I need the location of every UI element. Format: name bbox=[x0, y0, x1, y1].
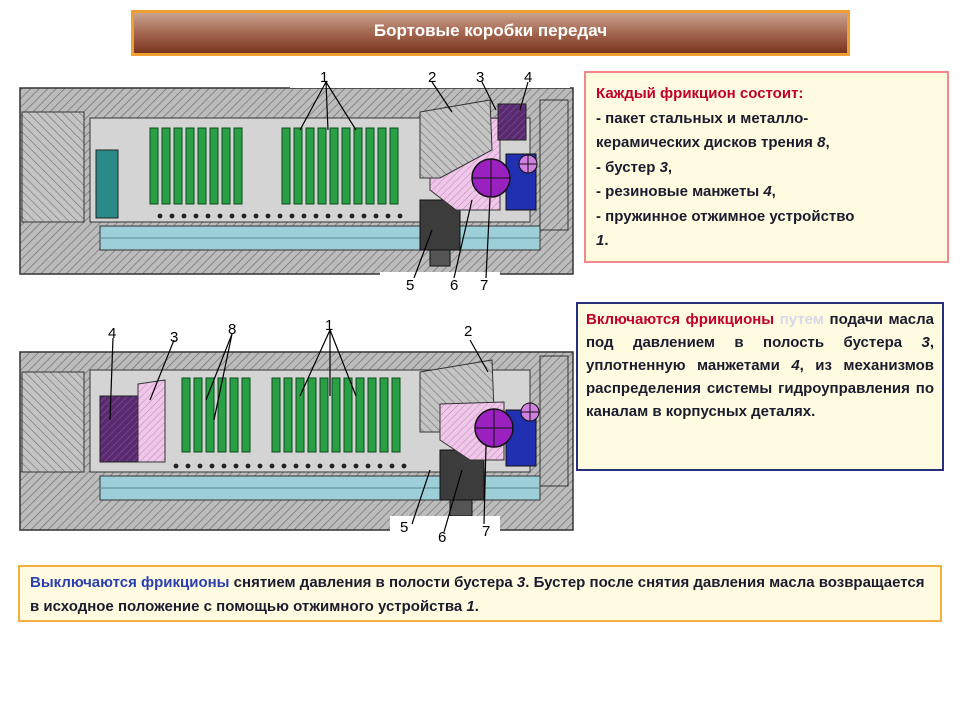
callout-6: 6 bbox=[438, 529, 446, 546]
disc-pack-right bbox=[271, 377, 401, 453]
engage-text-1: подачи масла под давлением в полость бус… bbox=[586, 311, 935, 351]
engage-text-2: , уплотненную манжетами bbox=[586, 334, 934, 374]
callout-8: 8 bbox=[228, 321, 236, 338]
engage-num-4: 4 bbox=[791, 357, 800, 374]
composition-item-3: - резиновые манжеты 4, bbox=[596, 183, 776, 200]
callout-1: 1 bbox=[320, 69, 328, 86]
disengage-num-1: 1 bbox=[466, 598, 475, 615]
disengage-box: Выключаются фрикционы снятием давления в… bbox=[18, 565, 942, 622]
disc-pack-left bbox=[181, 377, 251, 453]
disc-pack-right bbox=[281, 127, 399, 205]
composition-box: Каждый фрикцион состоит: - пакет стальны… bbox=[584, 71, 949, 263]
composition-heading: Каждый фрикцион состоит: bbox=[596, 85, 804, 102]
callout-7: 7 bbox=[480, 277, 488, 294]
callout-7: 7 bbox=[482, 523, 490, 540]
seal-purple bbox=[497, 103, 527, 141]
engage-num-3: 3 bbox=[921, 334, 930, 351]
engage-faint: путем bbox=[774, 311, 824, 328]
composition-item-1a: - пакет стальных и металло- bbox=[596, 109, 809, 127]
engage-lead: Включаются фрикционы bbox=[586, 311, 775, 328]
piston-gray bbox=[419, 99, 493, 179]
left-flange bbox=[21, 371, 85, 473]
composition-item-4-num: 1. bbox=[596, 232, 609, 249]
slide-title: Бортовые коробки передач bbox=[131, 10, 850, 56]
spring-row bbox=[173, 463, 407, 469]
spring-row bbox=[157, 213, 403, 219]
composition-item-1b: керамических дисков трения 8, bbox=[596, 134, 830, 151]
callout-5: 5 bbox=[400, 519, 408, 536]
disc-pack-left bbox=[149, 127, 243, 205]
callout-1: 1 bbox=[325, 317, 333, 334]
disengage-text-3: . bbox=[474, 598, 479, 615]
disengage-text-2: . Бустер после снятия давления масла воз… bbox=[30, 574, 925, 615]
composition-item-4: - пружинное отжимное устройство bbox=[596, 207, 855, 225]
composition-item-2: - бустер 3, bbox=[596, 158, 673, 176]
callout-4: 4 bbox=[524, 69, 532, 86]
callout-3: 3 bbox=[170, 329, 178, 346]
callout-3: 3 bbox=[476, 69, 484, 86]
seal-purple bbox=[99, 395, 139, 463]
callout-2: 2 bbox=[428, 69, 436, 86]
callout-6: 6 bbox=[450, 277, 458, 294]
engage-box: Включаются фрикционы путем подачи масла … bbox=[576, 302, 944, 471]
disengage-lead: Выключаются фрикционы bbox=[30, 574, 230, 591]
engage-text-3: , из механизмов распределения системы ги… bbox=[586, 357, 934, 420]
left-flange bbox=[21, 111, 85, 223]
callout-5: 5 bbox=[406, 277, 414, 294]
seal-ring-left bbox=[95, 149, 119, 219]
disengage-num-3: 3 bbox=[516, 574, 526, 591]
callout-2: 2 bbox=[464, 323, 472, 340]
callout-4: 4 bbox=[108, 325, 116, 342]
booster-left bbox=[137, 379, 166, 463]
disengage-text-1: снятием давления в полости бустера bbox=[229, 574, 517, 591]
